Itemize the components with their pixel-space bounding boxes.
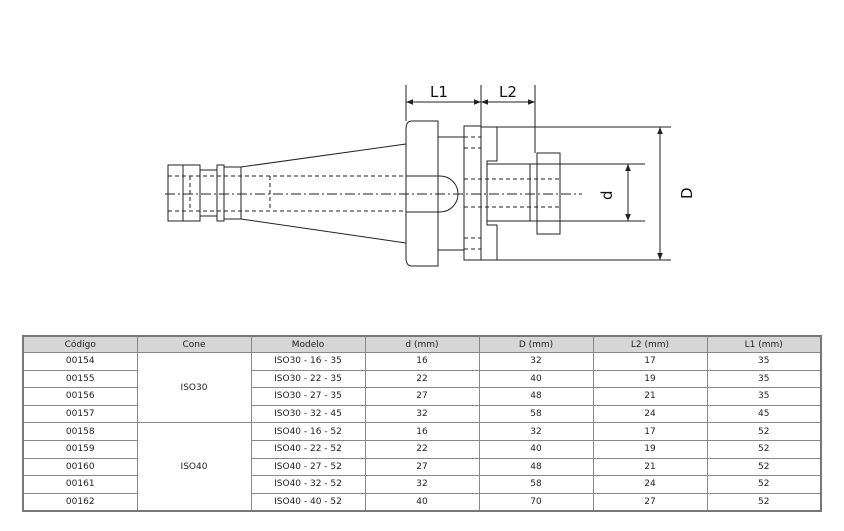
col-cone: Cone xyxy=(136,335,252,353)
cell-l2: 21 xyxy=(592,457,708,477)
cell-modelo: ISO30 - 22 - 35 xyxy=(250,369,366,389)
col-d: d (mm) xyxy=(364,335,480,353)
cell-l1: 52 xyxy=(706,457,822,477)
cell-d: 16 xyxy=(364,352,480,371)
label-l2: L2 xyxy=(499,83,517,101)
cell-l1: 52 xyxy=(706,492,822,512)
label-D: D xyxy=(678,187,696,199)
shank xyxy=(487,163,645,222)
cell-codigo: 00154 xyxy=(22,352,138,371)
cell-d: 27 xyxy=(364,457,480,477)
cell-l1: 35 xyxy=(706,369,822,389)
cell-codigo: 00157 xyxy=(22,404,138,424)
col-D: D (mm) xyxy=(478,335,594,353)
cell-d: 22 xyxy=(364,439,480,459)
cell-l1: 35 xyxy=(706,387,822,406)
cell-modelo: ISO40 - 40 - 52 xyxy=(250,492,366,512)
cell-codigo: 00156 xyxy=(22,387,138,406)
collet-end xyxy=(167,164,242,222)
cell-D: 48 xyxy=(478,387,594,406)
cell-cone: ISO40 xyxy=(136,422,252,512)
table-header: Código Cone Modelo d (mm) D (mm) L2 (mm)… xyxy=(22,335,822,353)
cell-l2: 24 xyxy=(592,475,708,494)
cell-modelo: ISO30 - 32 - 45 xyxy=(250,404,366,424)
cell-modelo: ISO40 - 16 - 52 xyxy=(250,422,366,441)
cell-modelo: ISO40 - 32 - 52 xyxy=(250,475,366,494)
col-l1: L1 (mm) xyxy=(706,335,822,353)
specs-table: Código Cone Modelo d (mm) D (mm) L2 (mm)… xyxy=(22,335,822,513)
adapter-plate xyxy=(463,125,482,261)
cell-d: 16 xyxy=(364,422,480,441)
cell-d: 32 xyxy=(364,475,480,494)
cell-l1: 52 xyxy=(706,422,822,441)
cell-codigo: 00158 xyxy=(22,422,138,441)
cell-l2: 17 xyxy=(592,352,708,371)
cell-codigo: 00162 xyxy=(22,492,138,512)
cell-l2: 19 xyxy=(592,439,708,459)
cell-modelo: ISO30 - 16 - 35 xyxy=(250,352,366,371)
label-l1: L1 xyxy=(430,83,448,101)
cell-l2: 19 xyxy=(592,369,708,389)
cell-d: 22 xyxy=(364,369,480,389)
cell-l2: 24 xyxy=(592,404,708,424)
col-codigo: Código xyxy=(22,335,138,353)
cell-l1: 52 xyxy=(706,475,822,494)
cell-modelo: ISO40 - 22 - 52 xyxy=(250,439,366,459)
cell-D: 70 xyxy=(478,492,594,512)
hidden-lines xyxy=(168,136,560,250)
label-d: d xyxy=(598,190,616,200)
adapter-body xyxy=(481,126,671,261)
cell-l2: 21 xyxy=(592,387,708,406)
dimensions xyxy=(405,85,663,260)
cell-D: 32 xyxy=(478,422,594,441)
cell-modelo: ISO30 - 27 - 35 xyxy=(250,387,366,406)
cell-D: 40 xyxy=(478,369,594,389)
cell-d: 27 xyxy=(364,387,480,406)
flange xyxy=(405,120,439,267)
cone-taper xyxy=(240,143,407,244)
cell-codigo: 00161 xyxy=(22,475,138,494)
cell-d: 32 xyxy=(364,404,480,424)
cell-D: 40 xyxy=(478,439,594,459)
cell-l1: 35 xyxy=(706,352,822,371)
nut xyxy=(536,152,561,235)
tool-holder-drawing: L1 L2 d D xyxy=(165,83,696,267)
cell-l1: 52 xyxy=(706,439,822,459)
cell-codigo: 00155 xyxy=(22,369,138,389)
cell-D: 58 xyxy=(478,404,594,424)
cell-l1: 45 xyxy=(706,404,822,424)
cell-codigo: 00160 xyxy=(22,457,138,477)
cell-codigo: 00159 xyxy=(22,439,138,459)
cell-l2: 27 xyxy=(592,492,708,512)
cell-D: 58 xyxy=(478,475,594,494)
cell-D: 48 xyxy=(478,457,594,477)
cell-D: 32 xyxy=(478,352,594,371)
col-l2: L2 (mm) xyxy=(592,335,708,353)
cell-modelo: ISO40 - 27 - 52 xyxy=(250,457,366,477)
col-modelo: Modelo xyxy=(250,335,366,353)
cell-d: 40 xyxy=(364,492,480,512)
cell-l2: 17 xyxy=(592,422,708,441)
cell-cone: ISO30 xyxy=(136,351,252,424)
